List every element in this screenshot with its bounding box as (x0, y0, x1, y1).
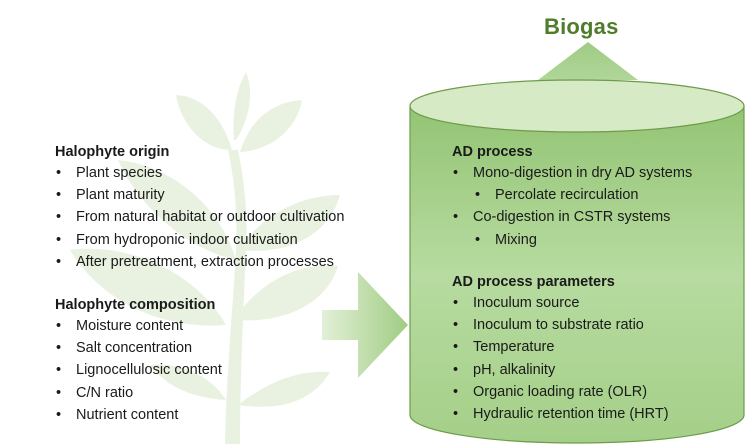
list-item: Organic loading rate (OLR) (452, 381, 669, 403)
list-item: From natural habitat or outdoor cultivat… (55, 206, 344, 228)
halophyte-composition-heading: Halophyte composition (55, 297, 216, 313)
list-item: Hydraulic retention time (HRT) (452, 403, 669, 425)
halophyte-origin-heading: Halophyte origin (55, 144, 170, 160)
halophyte-origin-list: Plant species Plant maturity From natura… (55, 162, 344, 273)
halophyte-composition-list: Moisture content Salt concentration Lign… (55, 315, 222, 426)
list-item: Temperature (452, 336, 669, 358)
ad-parameters-list: Inoculum source Inoculum to substrate ra… (452, 292, 669, 425)
list-item: Plant species (55, 162, 344, 184)
list-item: Lignocellulosic content (55, 359, 222, 381)
ad-parameters-block: AD process parameters Inoculum source In… (452, 272, 669, 425)
list-item: After pretreatment, extraction processes (55, 251, 344, 273)
list-item: C/N ratio (55, 382, 222, 404)
list-item: Co-digestion in CSTR systems (452, 206, 692, 228)
input-arrow (322, 272, 408, 378)
list-item: Inoculum to substrate ratio (452, 314, 669, 336)
list-subitem: Mixing (452, 229, 692, 251)
list-item: Moisture content (55, 315, 222, 337)
list-item: Inoculum source (452, 292, 669, 314)
list-item: From hydroponic indoor cultivation (55, 229, 344, 251)
list-item: Nutrient content (55, 404, 222, 426)
halophyte-origin-block: Halophyte origin Plant species Plant mat… (55, 142, 344, 273)
list-subitem: Percolate recirculation (452, 184, 692, 206)
list-item: Salt concentration (55, 337, 222, 359)
list-item: pH, alkalinity (452, 359, 669, 381)
list-item: Mono-digestion in dry AD systems (452, 162, 692, 184)
biogas-label: Biogas (544, 14, 619, 39)
ad-parameters-heading: AD process parameters (452, 274, 615, 290)
list-item: Plant maturity (55, 184, 344, 206)
ad-process-list: Mono-digestion in dry AD systems Percola… (452, 162, 692, 251)
halophyte-composition-block: Halophyte composition Moisture content S… (55, 295, 222, 426)
ad-process-block: AD process Mono-digestion in dry AD syst… (452, 142, 692, 251)
ad-process-heading: AD process (452, 144, 533, 160)
